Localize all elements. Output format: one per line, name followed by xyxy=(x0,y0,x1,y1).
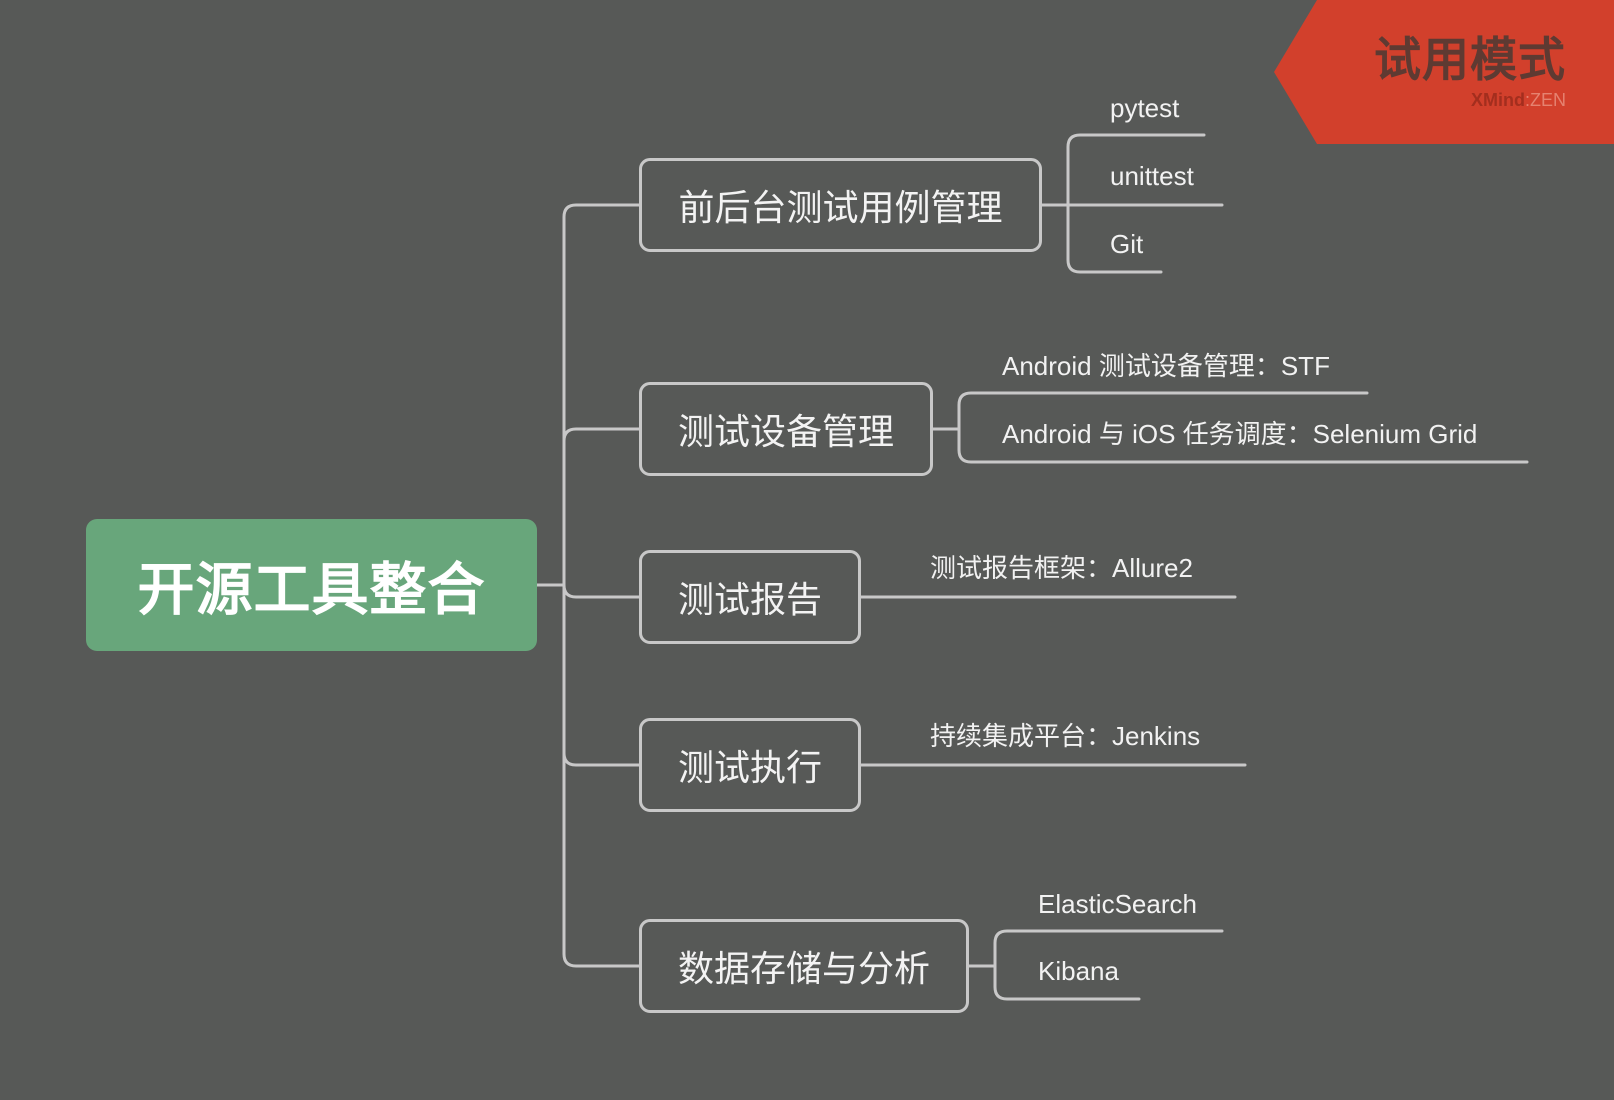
connector-leaf-stf xyxy=(957,391,1369,431)
branch-topic-label: 前后台测试用例管理 xyxy=(678,187,1003,228)
branch-topic-test-report[interactable]: 测试报告 xyxy=(639,550,861,644)
branch-topic-label: 测试设备管理 xyxy=(677,411,894,452)
branch-topic-test-execution[interactable]: 测试执行 xyxy=(639,718,861,812)
leaf-topic-selenium-grid[interactable]: Android 与 iOS 任务调度：Selenium Grid xyxy=(1002,419,1478,449)
leaf-topic-stf[interactable]: Android 测试设备管理：STF xyxy=(1002,351,1330,381)
connector-leaf-kibana xyxy=(993,964,1141,1001)
connector-leaf-pytest xyxy=(1040,133,1206,207)
branch-topic-label: 数据存储与分析 xyxy=(677,948,930,989)
branch-topic-test-case-management[interactable]: 前后台测试用例管理 xyxy=(639,158,1042,252)
branch-topic-label: 测试报告 xyxy=(677,579,822,620)
connector-branch-4 xyxy=(562,583,641,767)
leaf-topic-git[interactable]: Git xyxy=(1110,229,1144,259)
leaf-topic-unittest[interactable]: unittest xyxy=(1110,161,1194,191)
connector-branch-1 xyxy=(562,203,641,587)
leaf-topic-jenkins[interactable]: 持续集成平台：Jenkins xyxy=(930,721,1201,751)
trial-mode-badge: 试用模式 XMind:ZEN xyxy=(1274,0,1614,144)
connector-branch-5 xyxy=(562,583,641,968)
branch-topic-label: 测试执行 xyxy=(677,747,822,788)
root-topic-label: 开源工具整合 xyxy=(137,557,486,623)
brand-edition: :ZEN xyxy=(1524,90,1566,110)
connector-leaf-git xyxy=(1066,203,1163,274)
brand-mark: XMind:ZEN xyxy=(1471,90,1566,110)
trial-mode-title: 试用模式 xyxy=(1374,33,1566,86)
branch-topic-data-storage-analysis[interactable]: 数据存储与分析 xyxy=(639,919,969,1013)
connector-leaf-elasticsearch xyxy=(993,929,1224,968)
leaf-topic-pytest[interactable]: pytest xyxy=(1110,93,1180,123)
leaf-topic-elasticsearch[interactable]: ElasticSearch xyxy=(1038,889,1197,919)
leaf-topic-kibana[interactable]: Kibana xyxy=(1038,956,1119,986)
leaf-topic-allure2[interactable]: 测试报告框架：Allure2 xyxy=(930,553,1193,583)
branch-topic-device-management[interactable]: 测试设备管理 xyxy=(639,382,933,476)
brand-name: XMind xyxy=(1470,90,1525,110)
root-topic[interactable]: 开源工具整合 xyxy=(86,519,537,651)
connector-branch-3 xyxy=(562,583,641,599)
connector-branch-2 xyxy=(562,427,641,587)
connector-leaf-selenium-grid xyxy=(957,427,1529,464)
